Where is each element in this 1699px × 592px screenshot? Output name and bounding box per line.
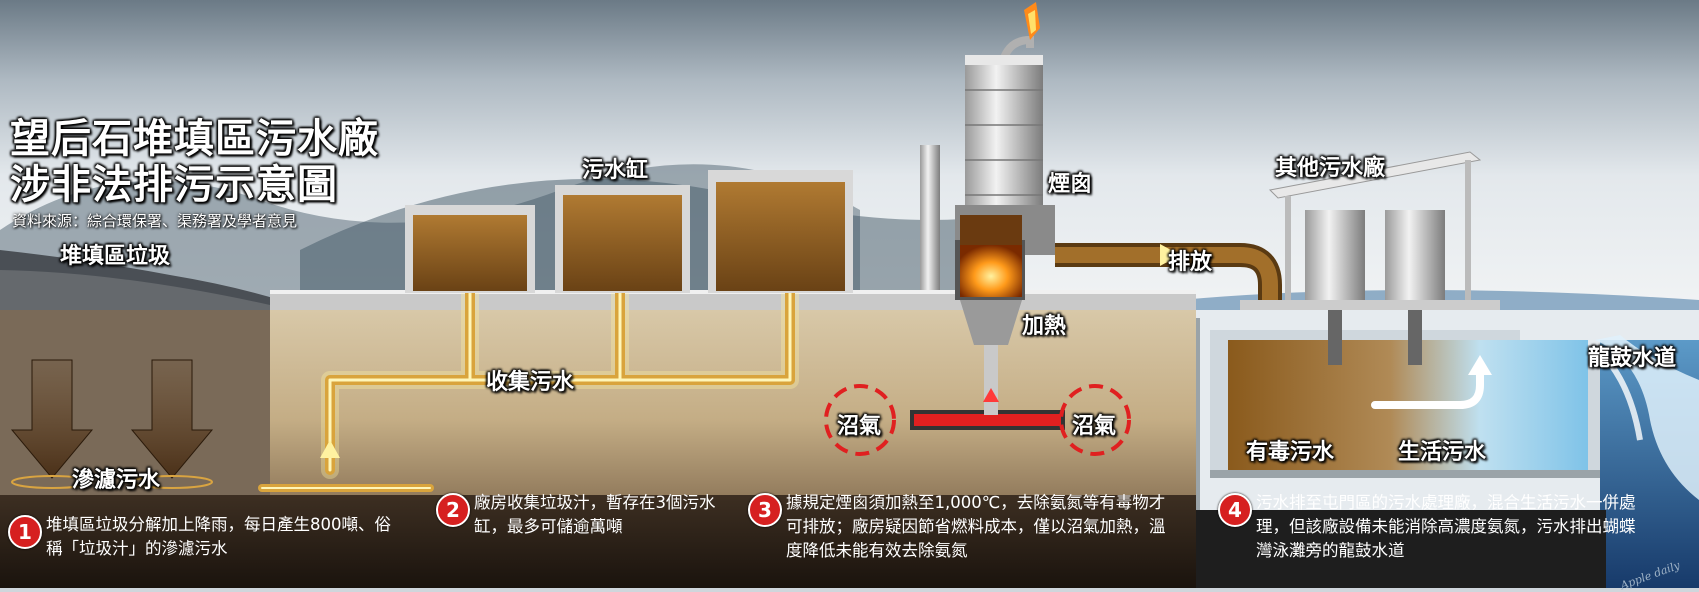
label-toxic-sewage: 有毒污水 xyxy=(1246,439,1335,465)
label-river: 龍鼓水道 xyxy=(1588,345,1677,371)
label-discharge: 排放 xyxy=(1168,249,1213,275)
note-2-text: 廠房收集垃圾汁，暫存在3個污水缸，最多可儲逾萬噸 xyxy=(474,493,716,536)
label-collect: 收集污水 xyxy=(486,369,575,395)
source-credit: 資料來源：綜合環保署、渠務署及學者意見 xyxy=(12,212,298,230)
note-3-badge: 3 xyxy=(748,493,782,527)
note-1-text: 堆填區垃圾分解加上降雨，每日產生800噸、俗稱「垃圾汁」的滲濾污水 xyxy=(46,515,391,558)
label-tanks: 污水缸 xyxy=(582,157,649,183)
title-line-2: 涉非法排污示意圖 xyxy=(10,161,338,208)
note-1-badge: 1 xyxy=(8,515,42,549)
label-landfill-waste: 堆填區垃圾 xyxy=(60,243,171,269)
note-2-badge: 2 xyxy=(436,493,470,527)
label-biogas-left: 沼氣 xyxy=(837,413,882,439)
label-domestic-sewage: 生活污水 xyxy=(1398,439,1487,465)
label-chimney: 煙囪 xyxy=(1048,171,1093,197)
label-leachate: 滲濾污水 xyxy=(72,467,161,493)
note-3-text: 據規定煙囪須加熱至1,000℃，去除氨氮等有毒物才可排放；廠房疑因節省燃料成本，… xyxy=(786,493,1166,560)
title-line-1: 望后石堆填區污水廠 xyxy=(10,115,379,162)
label-biogas-right: 沼氣 xyxy=(1072,413,1117,439)
note-4-badge: 4 xyxy=(1218,493,1252,527)
note-4-text: 污水排至屯門區的污水處理廠，混合生活污水一併處理，但該廠設備未能消除高濃度氨氮，… xyxy=(1256,493,1636,560)
page-title: 望后石堆填區污水廠 涉非法排污示意圖 xyxy=(10,116,379,208)
label-heating: 加熱 xyxy=(1022,313,1067,339)
label-other-plant: 其他污水廠 xyxy=(1275,155,1386,181)
